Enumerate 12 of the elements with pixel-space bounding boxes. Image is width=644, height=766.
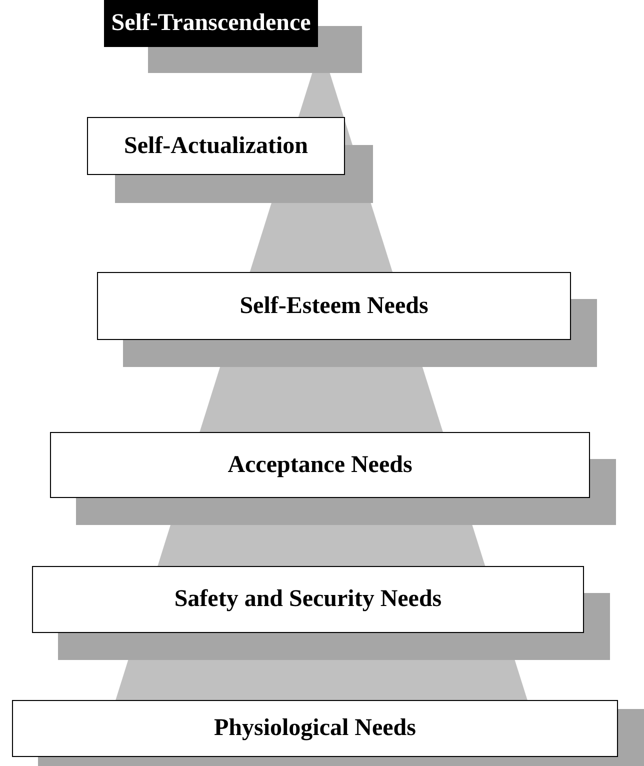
level-box [87,117,345,175]
level-label: Physiological Needs [214,715,416,742]
level-box [12,700,618,757]
level-box [32,566,584,633]
level-label: Acceptance Needs [228,452,412,478]
level-label: Self-Esteem Needs [240,292,428,320]
level-label: Safety and Security Needs [174,586,442,613]
level-label: Self-Actualization [124,132,308,160]
level-label: Self-Transcendence [111,10,311,37]
level-box [50,432,590,498]
level-box [97,272,571,340]
level-box [104,0,318,47]
